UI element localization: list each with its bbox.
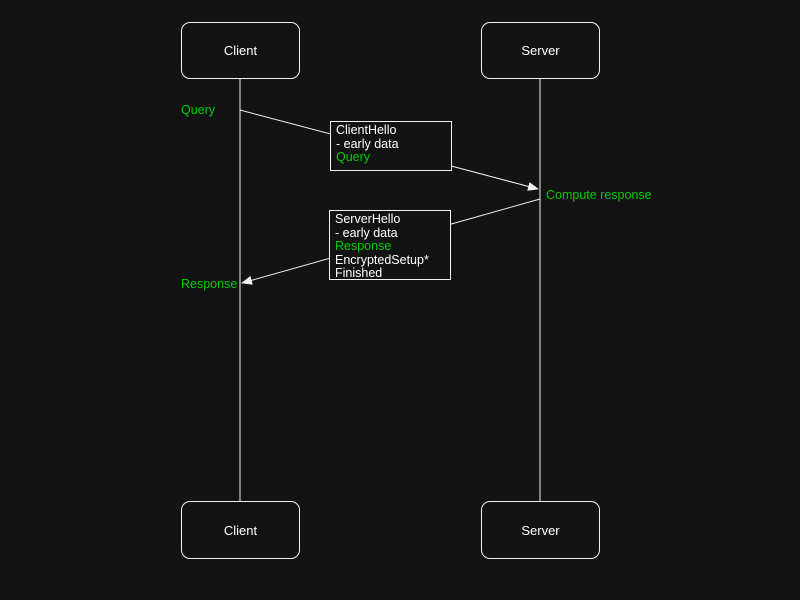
actor-server-top-label: Server <box>521 43 560 58</box>
actor-server-bottom-label: Server <box>521 522 560 538</box>
response-label: Response <box>181 277 238 291</box>
actor-server-bottom: Server <box>481 501 600 559</box>
message-line: ServerHello <box>335 212 401 226</box>
actor-client-bottom-label: Client <box>223 522 258 538</box>
message-box-clienthello: ClientHello - early data Query <box>330 121 452 171</box>
message-line: Response <box>335 239 392 253</box>
message-line: Finished <box>335 266 383 280</box>
message-line: - early data <box>335 225 398 240</box>
message-box-serverhello: ServerHello - early data Response Encryp… <box>329 210 451 280</box>
message-line: EncryptedSetup* <box>335 252 429 267</box>
compute-response-label: Compute response <box>546 188 652 202</box>
actor-client-bottom: Client <box>181 501 300 559</box>
actor-server-top: Server <box>481 22 600 79</box>
message-line: Query <box>336 150 371 164</box>
query-label: Query <box>181 103 216 117</box>
message-line: - early data <box>336 136 399 151</box>
actor-client-top: Client <box>181 22 300 79</box>
message-line: ClientHello <box>336 123 397 137</box>
actor-client-top-label: Client <box>223 43 258 58</box>
